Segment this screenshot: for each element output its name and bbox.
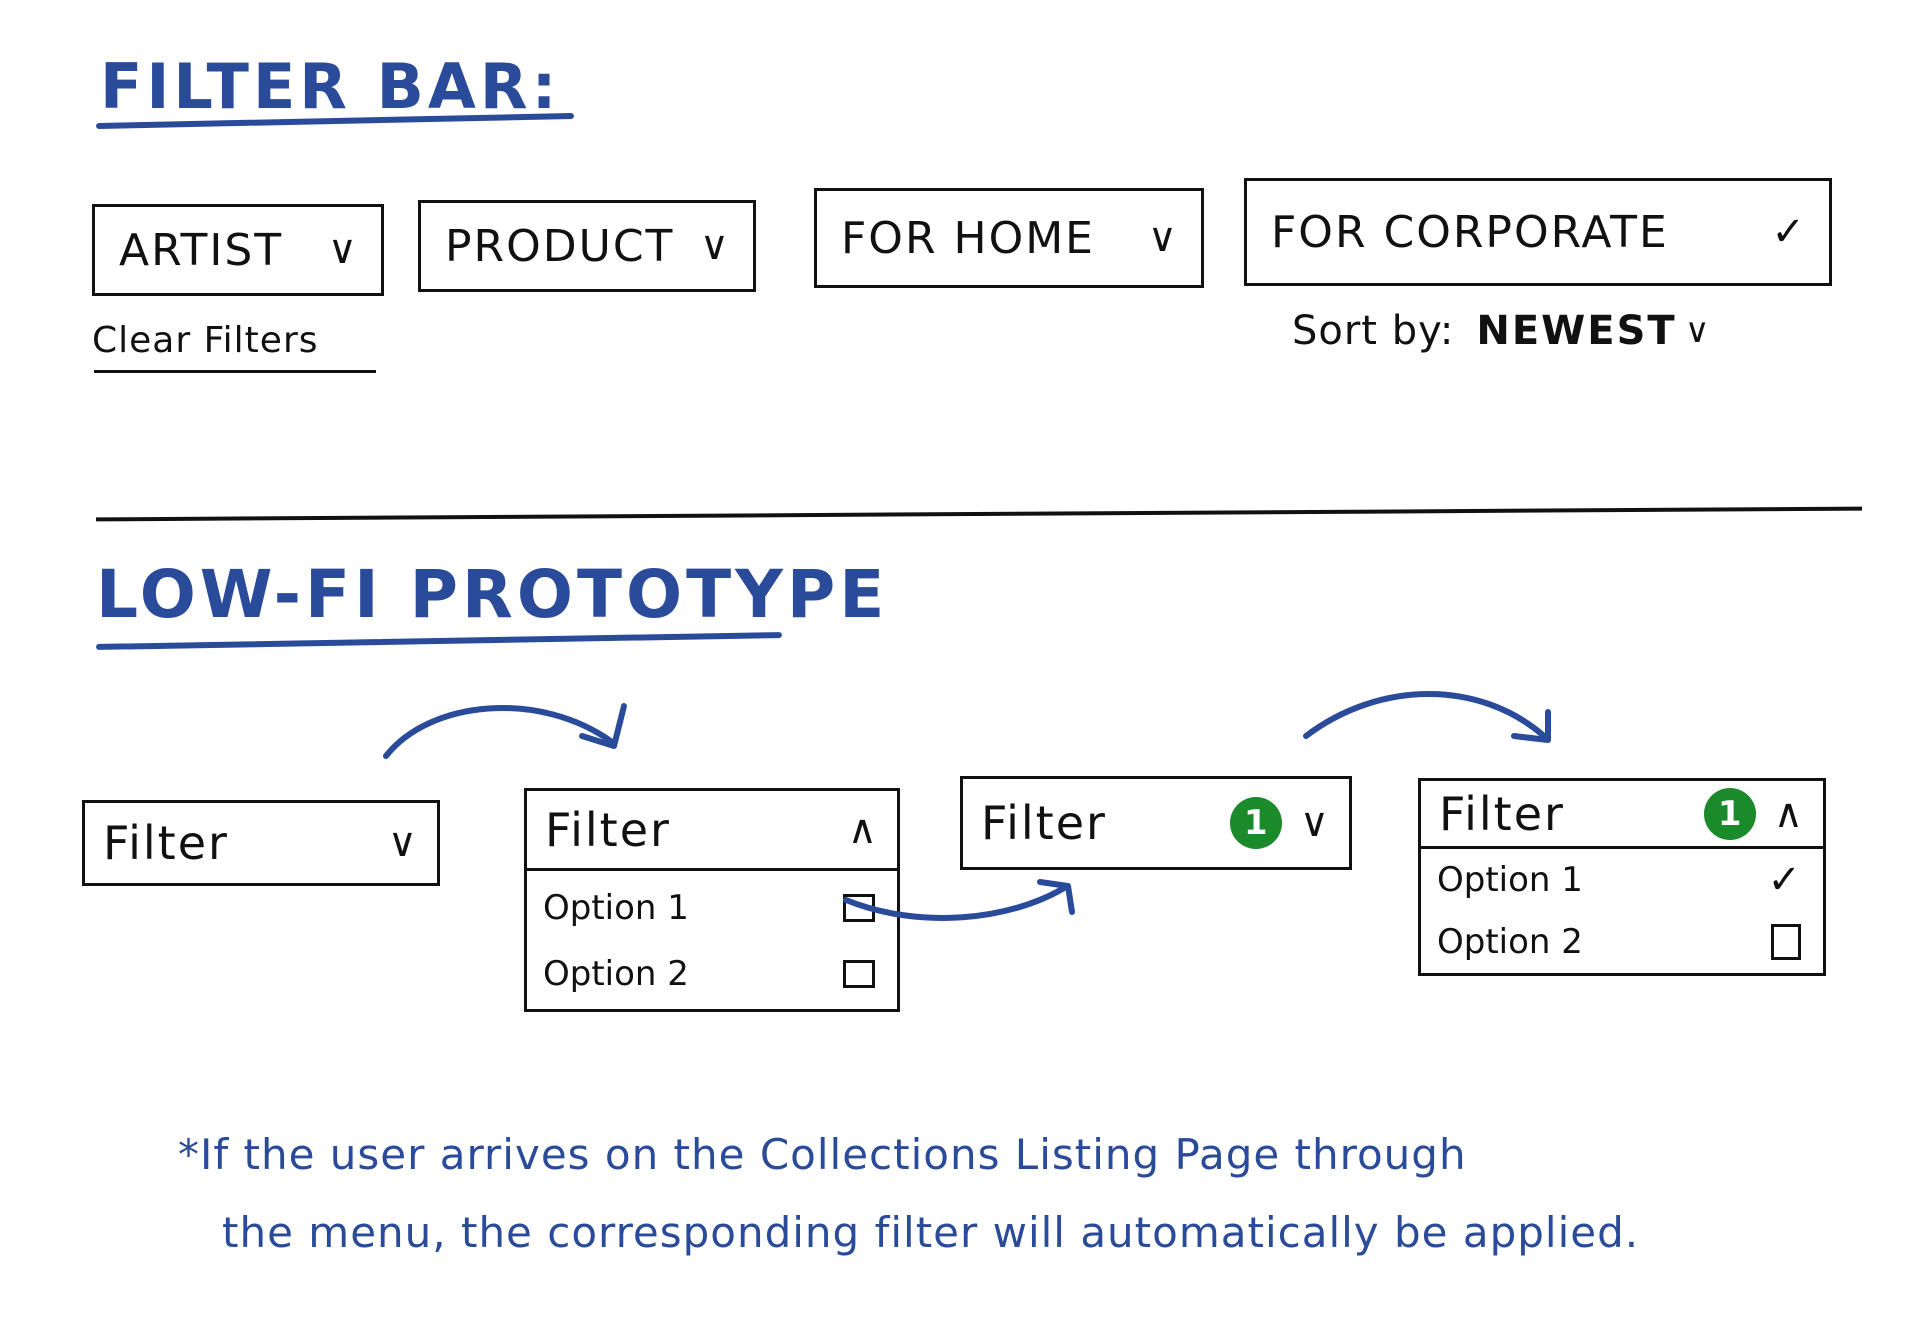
curved-arrow-icon	[383, 705, 615, 759]
filter-expanded[interactable]: Filter ∧ Option 1 Option 2	[524, 788, 900, 1012]
active-count-badge: 1	[1703, 787, 1756, 840]
option-label: Option 1	[543, 888, 689, 928]
filter-label: Filter	[1439, 786, 1565, 841]
option-row[interactable]: Option 2	[1421, 911, 1823, 973]
chevron-down-icon: ∨	[1147, 215, 1179, 261]
chevron-down-icon: ∨	[699, 223, 731, 269]
filter-label: Filter	[981, 796, 1107, 850]
checkbox-icon[interactable]	[1771, 924, 1801, 960]
curved-arrow-icon	[1303, 691, 1547, 739]
prototype-heading: LOW-FI PROTOTYPE	[96, 556, 889, 633]
filter-bar-heading: FILTER BAR:	[100, 50, 561, 123]
note-line-2: the menu, the corresponding filter will …	[222, 1208, 1640, 1257]
chevron-down-icon: ∨	[1684, 311, 1711, 351]
sort-by-label: Sort by:	[1292, 308, 1455, 354]
artist-dropdown[interactable]: ARTIST ∨	[92, 204, 384, 296]
chevron-down-icon: ∨	[327, 227, 359, 273]
for-home-dropdown-label: FOR HOME	[841, 212, 1095, 264]
for-home-dropdown[interactable]: FOR HOME ∨	[814, 188, 1204, 288]
sort-by-control[interactable]: Sort by: NEWEST ∨	[1292, 308, 1711, 354]
for-corporate-dropdown[interactable]: FOR CORPORATE ✓	[1244, 178, 1832, 286]
filter-collapsed-active[interactable]: Filter 1 ∨	[960, 776, 1352, 870]
curved-arrow-icon	[1511, 709, 1551, 743]
option-label: Option 1	[1437, 860, 1583, 900]
filter-label: Filter	[103, 816, 229, 870]
curved-arrow-icon	[579, 703, 627, 749]
filter-expanded-active[interactable]: Filter 1 ∧ Option 1 ✓ Option 2	[1418, 778, 1826, 976]
note-line-1: *If the user arrives on the Collections …	[178, 1130, 1467, 1179]
product-dropdown-label: PRODUCT	[445, 220, 675, 272]
active-count-badge: 1	[1229, 797, 1282, 849]
artist-dropdown-label: ARTIST	[119, 224, 284, 276]
chevron-up-icon: ∧	[1773, 790, 1805, 837]
chevron-up-icon: ∧	[847, 806, 879, 853]
clear-filters-link[interactable]: Clear Filters	[92, 320, 319, 361]
option-row[interactable]: Option 1 ✓	[1421, 849, 1823, 911]
sort-by-value: NEWEST	[1476, 308, 1677, 354]
product-dropdown[interactable]: PRODUCT ∨	[418, 200, 756, 292]
chevron-down-icon: ∨	[387, 820, 419, 866]
curved-arrow-icon	[843, 885, 1067, 921]
clear-filters-underline	[94, 370, 376, 373]
filter-collapsed[interactable]: Filter ∨	[82, 800, 440, 886]
filter-label: Filter	[545, 802, 671, 857]
option-label: Option 2	[1437, 922, 1583, 962]
option-label: Option 2	[543, 954, 689, 994]
check-icon: ✓	[1771, 209, 1807, 255]
option-row[interactable]: Option 2	[527, 941, 897, 1007]
chevron-down-icon: ∨	[1299, 800, 1331, 846]
curved-arrow-icon	[1037, 879, 1075, 915]
check-icon[interactable]: ✓	[1767, 857, 1801, 903]
for-corporate-dropdown-label: FOR CORPORATE	[1271, 206, 1669, 258]
checkbox-icon[interactable]	[843, 960, 875, 988]
